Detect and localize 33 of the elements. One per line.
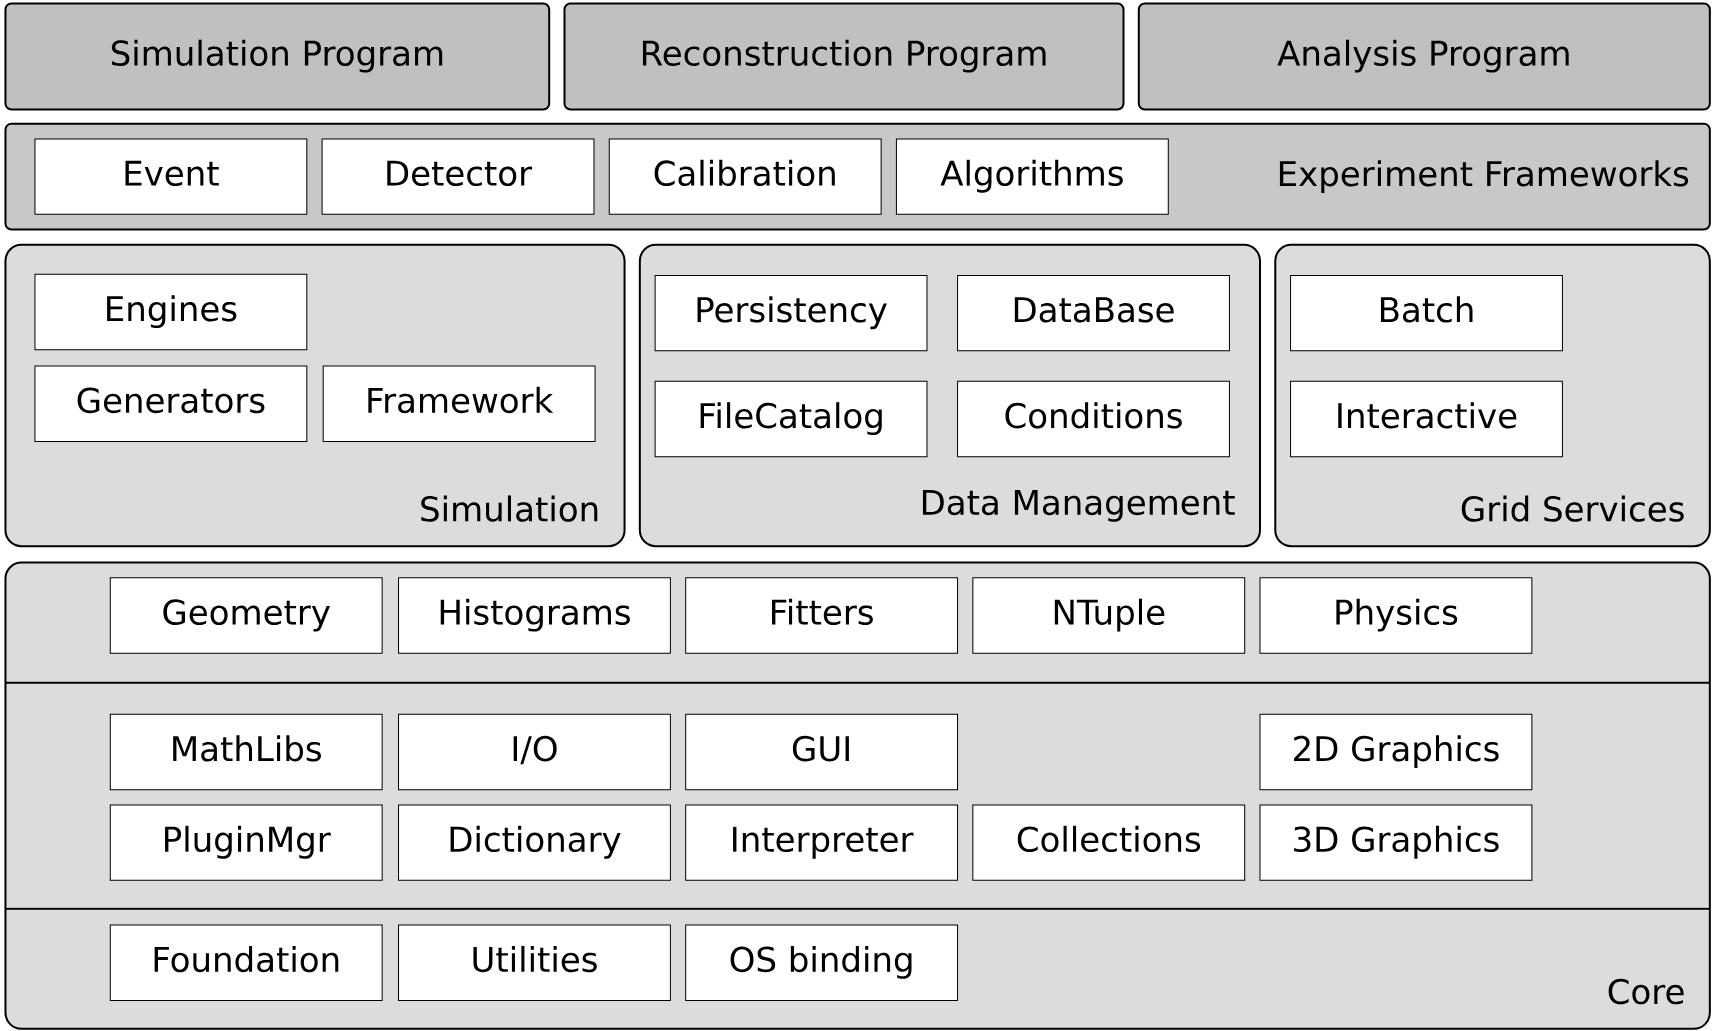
component-box: I/O [398,713,671,791]
component-box: Physics [1259,577,1533,654]
component-box: MathLibs [109,713,383,791]
component-box: NTuple [972,577,1246,654]
component-box: Event [34,138,308,215]
component-box: Conditions [957,380,1230,458]
component-box: Utilities [398,924,671,1001]
component-box: Foundation [109,924,383,1001]
component-box: Algorithms [895,138,1169,215]
component-box: Generators [34,365,308,442]
component-box: Calibration [608,138,882,215]
component-box: Collections [972,804,1246,881]
component-box: Batch [1290,274,1563,352]
component-box: Interpreter [685,804,959,881]
component-box: PluginMgr [109,804,383,881]
component-box: 2D Graphics [1259,713,1533,791]
component-box: DataBase [957,274,1230,352]
program-box: Analysis Program [1137,2,1711,111]
component-box: OS binding [685,924,959,1001]
component-box: Dictionary [398,804,671,881]
component-box: Detector [321,138,595,215]
program-box: Reconstruction Program [563,2,1125,111]
component-box: GUI [685,713,959,791]
component-box: Geometry [109,577,383,654]
component-box: Persistency [654,274,928,352]
component-box: FileCatalog [654,380,928,458]
component-box: Histograms [398,577,671,654]
component-box: Engines [34,273,308,351]
program-box: Simulation Program [4,2,551,111]
component-box: Framework [322,365,596,442]
component-box: Fitters [685,577,959,654]
component-box: 3D Graphics [1259,804,1533,881]
component-box: Interactive [1290,380,1563,458]
